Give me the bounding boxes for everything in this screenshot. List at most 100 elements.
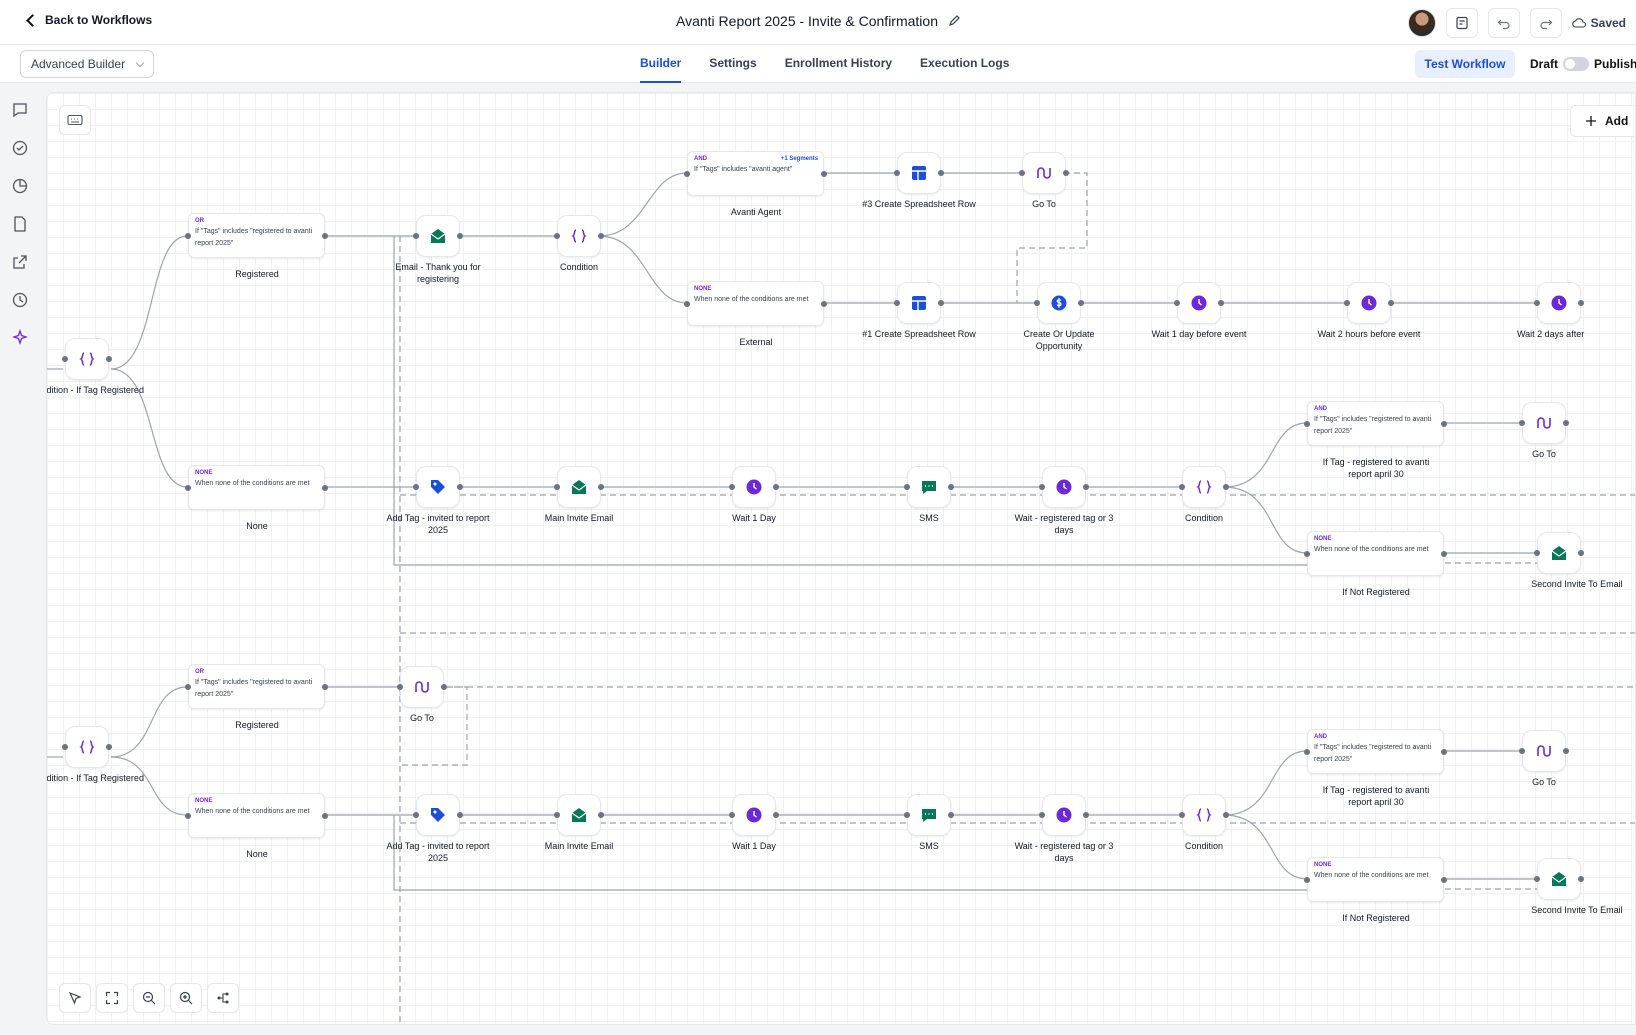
document-icon[interactable] bbox=[11, 215, 29, 233]
auto-layout-button[interactable] bbox=[207, 983, 239, 1013]
workflow-canvas[interactable]: Add bbox=[46, 92, 1636, 1025]
zoom-in-button[interactable] bbox=[170, 983, 202, 1013]
back-to-workflows-link[interactable]: Back to Workflows bbox=[24, 13, 152, 27]
node-goto[interactable] bbox=[1519, 730, 1569, 772]
node-sms[interactable] bbox=[904, 794, 954, 836]
builder-mode-select[interactable]: Advanced Builder bbox=[20, 50, 154, 78]
clock-icon bbox=[746, 479, 762, 495]
branch-none[interactable]: NONE When none of the conditions are met bbox=[185, 793, 328, 838]
pencil-icon[interactable] bbox=[948, 15, 960, 27]
tab-builder[interactable]: Builder bbox=[640, 45, 682, 83]
zoom-out-icon bbox=[142, 991, 156, 1005]
test-workflow-button[interactable]: Test Workflow bbox=[1415, 50, 1515, 78]
node-condition[interactable] bbox=[1179, 466, 1229, 508]
undo-icon bbox=[1497, 19, 1510, 30]
node-wait-1-day[interactable] bbox=[729, 794, 779, 836]
branch-text: If "Tags" includes "registered to avanti… bbox=[195, 679, 313, 698]
check-circle-icon[interactable] bbox=[11, 139, 29, 157]
branch-if-not-registered[interactable]: NONE When none of the conditions are met bbox=[1304, 857, 1447, 902]
undo-button[interactable] bbox=[1487, 8, 1520, 38]
node-wait-registered-or-3-days[interactable] bbox=[1039, 466, 1089, 508]
ai-sparkle-icon[interactable] bbox=[11, 329, 29, 347]
keyboard-icon bbox=[67, 114, 83, 126]
node-add-tag[interactable] bbox=[413, 794, 463, 836]
branch-text: If "Tags" includes "registered to avanti… bbox=[1314, 744, 1432, 763]
node-main-invite-email[interactable] bbox=[554, 794, 604, 836]
top-bar: Back to Workflows Avanti Report 2025 - I… bbox=[0, 0, 1636, 45]
branch-text: When none of the conditions are met bbox=[195, 480, 310, 487]
node-goto[interactable] bbox=[1019, 152, 1069, 194]
branch-registered[interactable]: OR If "Tags" includes "registered to ava… bbox=[185, 664, 328, 709]
history-icon[interactable] bbox=[11, 291, 29, 309]
node-label: Condition bbox=[1184, 841, 1224, 851]
node-condition-if-tag-registered[interactable] bbox=[62, 338, 112, 380]
node-wait-registered-or-3-days[interactable] bbox=[1039, 794, 1089, 836]
node-wait-2-days-after[interactable] bbox=[1534, 282, 1584, 324]
connection-lines bbox=[47, 172, 1635, 1023]
tab-settings[interactable]: Settings bbox=[709, 56, 757, 70]
branch-label: External bbox=[739, 337, 773, 347]
node-label: Condition - If Tag Registered bbox=[46, 773, 144, 783]
redo-button[interactable] bbox=[1529, 8, 1562, 38]
node-wait-2-hours-before-event[interactable] bbox=[1344, 282, 1394, 324]
branch-label: Registered bbox=[235, 269, 279, 279]
node-create-update-opportunity[interactable] bbox=[1034, 282, 1084, 324]
node-wait-1-day[interactable] bbox=[729, 466, 779, 508]
node-label: Main Invite Email bbox=[544, 513, 614, 523]
segments-badge[interactable]: +1 Segments bbox=[780, 156, 818, 162]
branch-if-not-registered[interactable]: NONE When none of the conditions are met bbox=[1304, 531, 1447, 576]
comment-icon[interactable] bbox=[11, 101, 29, 119]
email-icon bbox=[571, 480, 587, 494]
branch-registered[interactable]: OR If "Tags" includes "registered to ava… bbox=[185, 213, 328, 258]
branch-text: When none of the conditions are met bbox=[1314, 546, 1429, 553]
node-goto[interactable] bbox=[1519, 402, 1569, 444]
zoom-out-button[interactable] bbox=[133, 983, 165, 1013]
tree-icon bbox=[217, 992, 229, 1004]
node-label: Wait 1 Day bbox=[732, 513, 776, 523]
sms-icon bbox=[922, 481, 936, 494]
branch-text: If "Tags" includes "avanti agent" bbox=[694, 166, 793, 173]
node-email-thank-you[interactable] bbox=[413, 215, 463, 257]
node-main-invite-email[interactable] bbox=[554, 466, 604, 508]
node-condition-if-tag-registered[interactable] bbox=[62, 726, 112, 768]
node-second-invite-email[interactable] bbox=[1534, 532, 1584, 574]
tab-enrollment-history[interactable]: Enrollment History bbox=[784, 56, 893, 70]
publish-toggle[interactable] bbox=[1563, 57, 1589, 71]
draft-label: Draft bbox=[1530, 57, 1559, 71]
tag-icon bbox=[431, 808, 445, 822]
external-link-icon[interactable] bbox=[11, 253, 29, 271]
tab-execution-logs[interactable]: Execution Logs bbox=[920, 56, 1010, 70]
branch-label: Avanti Agent bbox=[730, 207, 782, 217]
node-label: Condition bbox=[1184, 513, 1224, 523]
node-sms[interactable] bbox=[904, 466, 954, 508]
goto-icon bbox=[1037, 167, 1051, 179]
node-second-invite-email[interactable] bbox=[1534, 858, 1584, 900]
branch-label: If Tag - registered to avanti report apr… bbox=[1322, 457, 1430, 479]
node-wait-1-day-before-event[interactable] bbox=[1174, 282, 1224, 324]
branch-if-tag-registered-april-30[interactable]: AND If "Tags" includes "registered to av… bbox=[1304, 401, 1447, 446]
keyboard-shortcuts-button[interactable] bbox=[59, 105, 91, 135]
fit-view-button[interactable] bbox=[96, 983, 128, 1013]
select-tool-button[interactable] bbox=[59, 983, 91, 1013]
publish-label: Publish bbox=[1594, 57, 1636, 71]
left-sidebar bbox=[0, 83, 40, 1035]
node-label: Second Invite To Email bbox=[1531, 579, 1623, 589]
node-create-spreadsheet-row-3[interactable] bbox=[894, 152, 944, 194]
node-label: #1 Create Spreadsheet Row bbox=[862, 329, 976, 339]
node-create-spreadsheet-row-1[interactable] bbox=[894, 282, 944, 324]
back-label: Back to Workflows bbox=[45, 13, 153, 27]
branch-external[interactable]: NONE When none of the conditions are met bbox=[684, 281, 827, 326]
branch-none[interactable]: NONE When none of the conditions are met bbox=[185, 465, 328, 510]
branch-if-tag-registered-april-30[interactable]: AND If "Tags" includes "registered to av… bbox=[1304, 729, 1447, 774]
node-condition[interactable] bbox=[554, 215, 604, 257]
avatar[interactable] bbox=[1407, 9, 1436, 37]
add-button[interactable]: Add bbox=[1570, 105, 1635, 137]
clock-icon bbox=[1056, 479, 1072, 495]
braces-icon bbox=[571, 229, 587, 243]
pie-chart-icon[interactable] bbox=[11, 177, 29, 195]
node-goto[interactable] bbox=[397, 666, 447, 708]
branch-avanti-agent[interactable]: AND +1 Segments If "Tags" includes "avan… bbox=[684, 151, 827, 196]
notes-button[interactable] bbox=[1445, 8, 1478, 38]
node-condition[interactable] bbox=[1179, 794, 1229, 836]
node-add-tag[interactable] bbox=[413, 466, 463, 508]
